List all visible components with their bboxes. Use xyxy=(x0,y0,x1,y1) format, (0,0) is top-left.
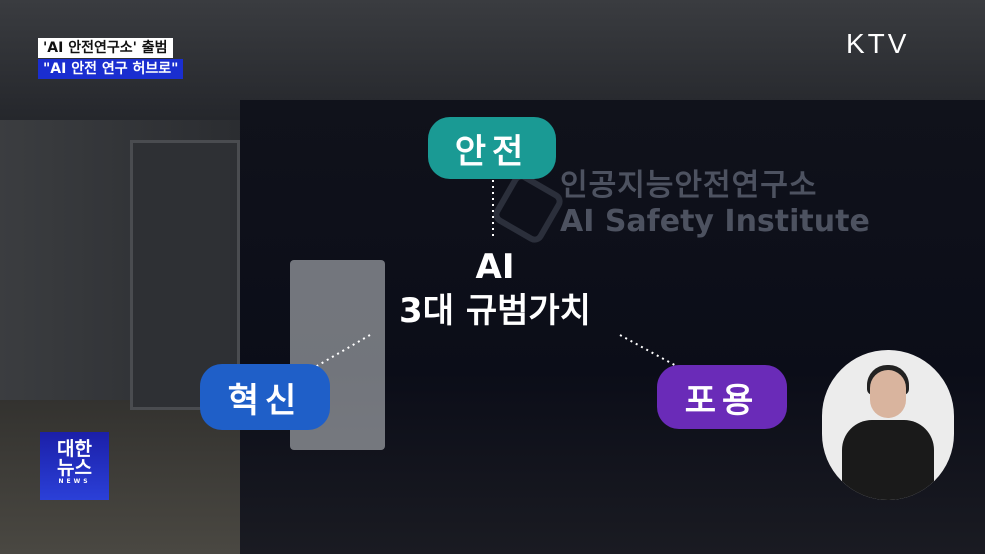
program-logo-line2: 뉴스 xyxy=(57,457,92,479)
headline-caption: 'AI 안전연구소' 출범 "AI 안전 연구 허브로" xyxy=(38,37,184,79)
interpreter-face xyxy=(870,370,906,418)
center-title: AI 3대 규범가치 xyxy=(380,245,610,333)
value-inclusion: 포용 xyxy=(657,365,787,429)
headline-line1: 'AI 안전연구소' 출범 xyxy=(38,38,173,58)
headline-line2: "AI 안전 연구 허브로" xyxy=(38,59,184,79)
center-line1: AI xyxy=(475,247,515,287)
sign-language-interpreter xyxy=(822,350,954,500)
sign-korean: 인공지능안전연구소 xyxy=(560,168,818,203)
value-safety: 안전 xyxy=(428,117,556,179)
sign-english: AI Safety Institute xyxy=(560,204,870,239)
connector-right xyxy=(619,334,681,369)
institute-sign: 인공지능안전연구소 AI Safety Institute xyxy=(560,160,870,239)
value-innovation: 혁신 xyxy=(200,364,330,430)
interpreter-body xyxy=(842,420,934,500)
connector-left xyxy=(309,334,371,371)
ktv-logo: KTV xyxy=(846,28,910,59)
program-logo: 대한 뉴스 NEWS xyxy=(40,432,109,500)
program-logo-line1: 대한 xyxy=(57,438,92,460)
center-line2: 3대 규범가치 xyxy=(399,291,591,331)
program-logo-sub: NEWS xyxy=(58,478,91,485)
